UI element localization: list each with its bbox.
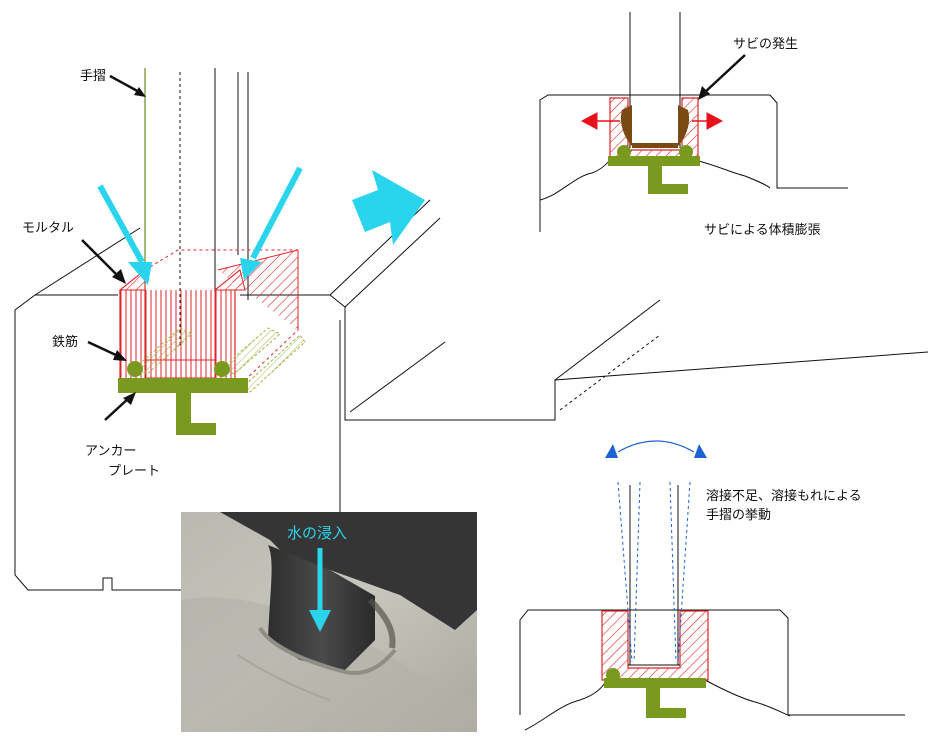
rebar xyxy=(127,327,306,393)
rust-expansion-label: サビによる体積膨張 xyxy=(704,223,821,238)
water-ingress-label: 水の浸入 xyxy=(287,524,347,542)
weld-detail: 溶接不足、溶接もれによる 手摺の挙動 xyxy=(519,440,905,731)
water-flow-arrows xyxy=(97,166,303,285)
water-photo: 水の浸入 xyxy=(181,512,477,732)
rust-occurrence-label: サビの発生 xyxy=(733,37,798,52)
mortar-label: モルタル xyxy=(22,221,74,236)
weld-label-line2: 手摺の挙動 xyxy=(706,508,771,523)
sway-arrow-icon xyxy=(605,440,707,458)
handrail-label: 手摺 xyxy=(80,69,106,84)
rebar-label: 鉄筋 xyxy=(52,334,78,350)
expansion-arrows-icon xyxy=(580,112,724,130)
weld-label-line1: 溶接不足、溶接もれによる xyxy=(706,488,862,504)
anchor-plate xyxy=(118,378,248,435)
rust-detail: サビの発生 サビによる体積膨張 xyxy=(539,12,848,238)
flow-arrow-icon xyxy=(352,170,425,245)
main-labels: 手摺 モルタル 鉄筋 アンカー プレート xyxy=(22,69,160,479)
anchor-plate-label-1: アンカー xyxy=(85,444,136,459)
anchor-plate-label-2: プレート xyxy=(108,464,160,479)
